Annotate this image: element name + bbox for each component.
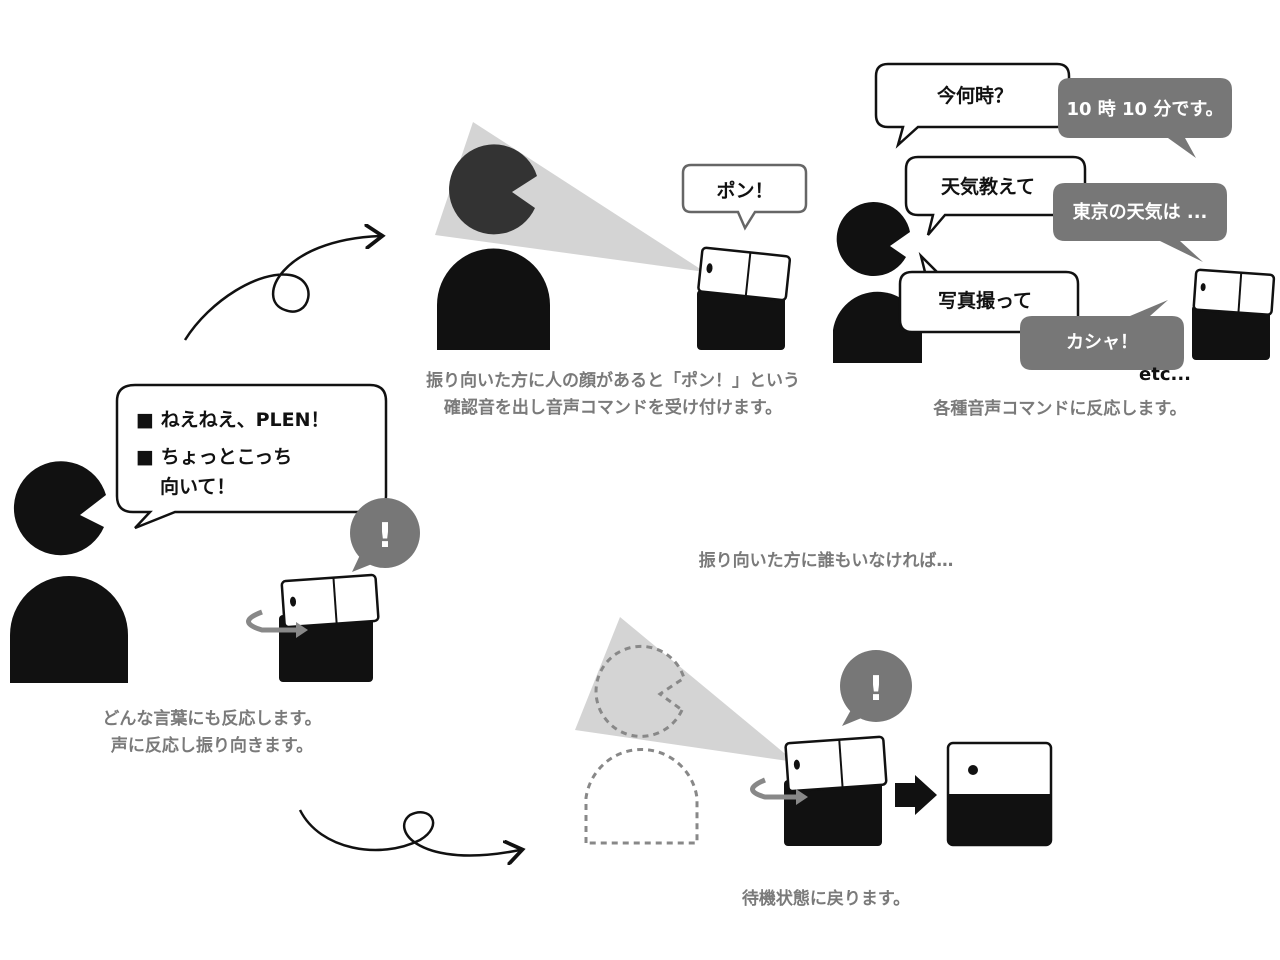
person-head-icon: [13, 461, 106, 556]
vision-cone: [575, 617, 795, 762]
robot-bubble-time: [1058, 78, 1232, 158]
scene-3-caption: 各種音声コマンドに反応します。: [932, 398, 1186, 419]
rotate-arrow-icon: [246, 609, 298, 633]
curly-arrow-up: [183, 236, 380, 341]
robot-bubble-time-text: 10 時 10 分です。: [1066, 99, 1223, 120]
rotate-arrow-icon: [750, 777, 798, 800]
robot-icon: [784, 735, 888, 846]
user-bubble-photo-text: 写真撮って: [938, 289, 1032, 312]
scene-4-no-one: 振り向いた方に誰もいなければ… ! 待機状態に戻ります。: [575, 550, 1053, 909]
absent-person-body-icon: [584, 747, 699, 845]
scene-3-voice-commands: 今何時？ 10 時 10 分です。 天気教えて 東京の天気は ... 写真撮って…: [833, 62, 1276, 419]
etc-label: etc...: [1139, 364, 1191, 385]
user-bubble-time-text: 今何時？: [936, 84, 1013, 107]
scene-4-heading: 振り向いた方に誰もいなければ…: [699, 550, 954, 571]
alert-bubble: !: [840, 650, 912, 726]
robot-bubble-photo-text: カシャ！: [1066, 332, 1138, 353]
person-head-icon: [836, 202, 910, 277]
right-arrow-icon: [895, 775, 937, 815]
curly-arrow-down: [298, 809, 520, 855]
exclamation-icon: !: [868, 669, 884, 709]
user-bubble-time: [874, 62, 1071, 149]
alert-bubble: !: [350, 498, 420, 572]
bubble-line-1: ■ ねえねえ、PLEN！: [136, 409, 329, 431]
speech-bubble: [115, 383, 388, 530]
bubble-line-2: ■ ちょっとこっち: [136, 446, 292, 468]
scene-1-caption-line-2: 声に反応し振り向きます。: [110, 735, 313, 756]
person-head-icon: [449, 144, 537, 235]
person-body-icon: [10, 576, 128, 683]
scene-2-caption-line-1: 振り向いた方に人の顔があると「ポン！」という: [426, 370, 800, 391]
user-bubble-weather-text: 天気教えて: [941, 175, 1035, 198]
bubble-line-3: 向いて！: [160, 475, 235, 498]
user-bubble-photo: [898, 251, 1080, 334]
standby-robot-icon: [946, 741, 1053, 847]
exclamation-icon: !: [377, 516, 393, 556]
absent-person-head-icon: [594, 644, 686, 738]
robot-icon: [1192, 268, 1276, 360]
robot-bubble-photo: [1020, 300, 1184, 370]
scene-2-caption-line-2: 確認音を出し音声コマンドを受け付けます。: [444, 397, 782, 418]
scene-1-caption-line-1: どんな言葉にも反応します。: [102, 708, 321, 729]
scene-2-face-detected: ポン！ 振り向いた方に人の顔があると「ポン！」という 確認音を出し音声コマンドを…: [426, 122, 808, 418]
robot-bubble-weather-text: 東京の天気は ...: [1073, 201, 1208, 223]
scene-1-call-robot: ■ ねえねえ、PLEN！ ■ ちょっとこっち 向いて！ ! どんな言葉にも反応し…: [10, 383, 420, 756]
robot-icon: [697, 246, 792, 350]
robot-bubble-weather: [1053, 183, 1227, 262]
scene-4-caption: 待機状態に戻ります。: [742, 888, 910, 909]
pon-text: ポン！: [716, 179, 773, 202]
pon-bubble: [681, 163, 808, 231]
user-bubble-weather: [904, 155, 1087, 236]
person-body-icon: [437, 248, 550, 350]
